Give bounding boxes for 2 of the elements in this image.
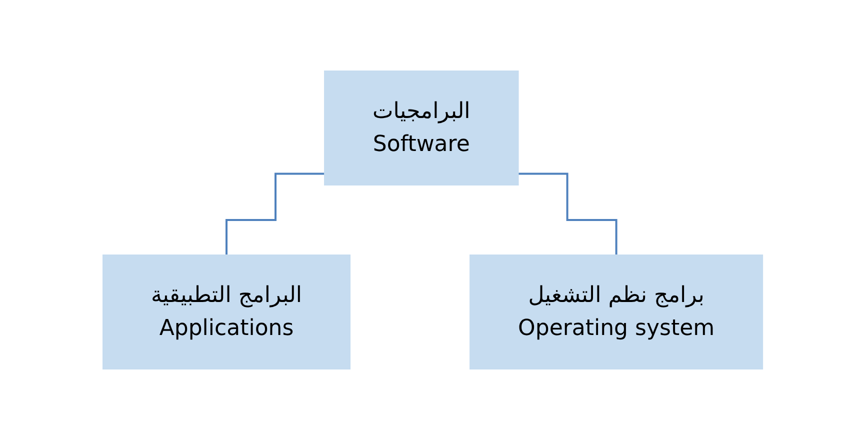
connector (518, 172, 618, 256)
connector (226, 172, 325, 256)
